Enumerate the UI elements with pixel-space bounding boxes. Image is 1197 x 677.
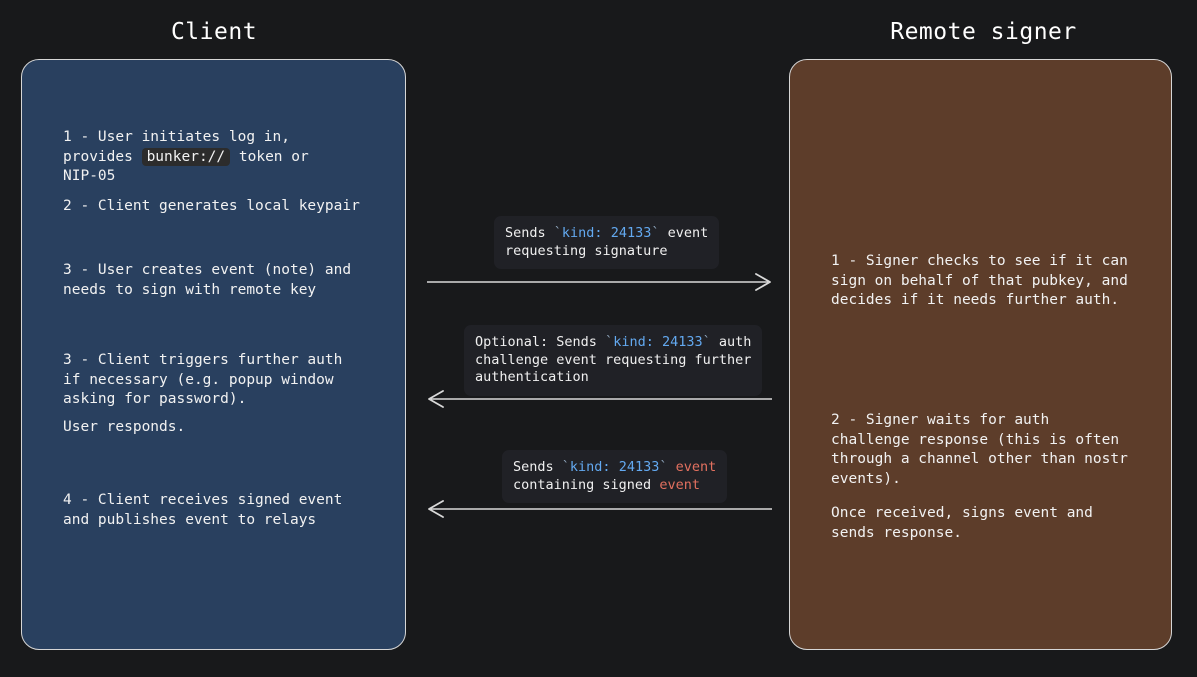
arrow-signer-to-client-auth-challenge bbox=[427, 389, 772, 409]
client-step-4: 3 - Client triggers further auth if nece… bbox=[63, 352, 343, 407]
message-text-segment: ` bbox=[659, 459, 668, 475]
arrow-signer-to-client-signed-event bbox=[427, 499, 772, 519]
message-text-segment: event bbox=[675, 459, 717, 475]
message-text-segment: event bbox=[659, 476, 700, 493]
signer-step-once-received: Once received, signs event and sends res… bbox=[831, 505, 1093, 541]
arrow-client-to-signer-request bbox=[427, 272, 772, 292]
message-text-segment: kind: 24133 bbox=[613, 334, 703, 350]
message-text-segment: containing signed bbox=[513, 476, 652, 493]
client-step-1: 1 - User initiates log in, provides bunk… bbox=[63, 128, 393, 187]
message-text-segment: ` bbox=[605, 334, 614, 350]
message-text-segment: event requesting signature bbox=[505, 225, 709, 259]
client-step-1-post: token or NIP-05 bbox=[63, 148, 309, 185]
message-label-request-signature: Sends `kind: 24133` event requesting sig… bbox=[494, 216, 720, 269]
message-text-segment: kind: 24133 bbox=[561, 225, 652, 241]
message-text-segment: ` bbox=[561, 459, 570, 475]
message-text-segment bbox=[667, 459, 675, 475]
actor-box-remote-signer bbox=[789, 59, 1172, 650]
message-text-segment: Optional: Sends bbox=[475, 334, 606, 350]
message-text-segment: Sends bbox=[513, 459, 562, 475]
client-step-2: 2 - Client generates local keypair bbox=[63, 198, 360, 214]
message-label-auth-challenge: Optional: Sends `kind: 24133` auth chall… bbox=[464, 325, 763, 396]
message-text-segment: auth challenge event requesting further … bbox=[475, 334, 752, 385]
message-text-segment: ` bbox=[702, 334, 711, 350]
client-step-3: 3 - User creates event (note) and needs … bbox=[63, 262, 352, 298]
signer-step-1: 1 - Signer checks to see if it can sign … bbox=[831, 253, 1128, 308]
message-text-segment: ` bbox=[553, 225, 562, 241]
message-text-segment: kind: 24133 bbox=[569, 459, 660, 475]
signer-step-2: 2 - Signer waits for auth challenge resp… bbox=[831, 412, 1128, 487]
bunker-uri-chip: bunker:// bbox=[141, 147, 231, 166]
message-label-signed-event: Sends `kind: 24133` event containing sig… bbox=[502, 450, 728, 503]
client-step-1-pre: 1 - User initiates log in, provides bbox=[63, 129, 290, 165]
column-title-remote-signer: Remote signer bbox=[890, 19, 1077, 45]
message-text-segment: Sends bbox=[505, 225, 554, 241]
client-step-user-responds: User responds. bbox=[63, 419, 186, 435]
column-title-client: Client bbox=[170, 19, 258, 45]
client-step-5: 4 - Client receives signed event and pub… bbox=[63, 492, 343, 528]
message-text-segment: ` bbox=[651, 225, 660, 241]
